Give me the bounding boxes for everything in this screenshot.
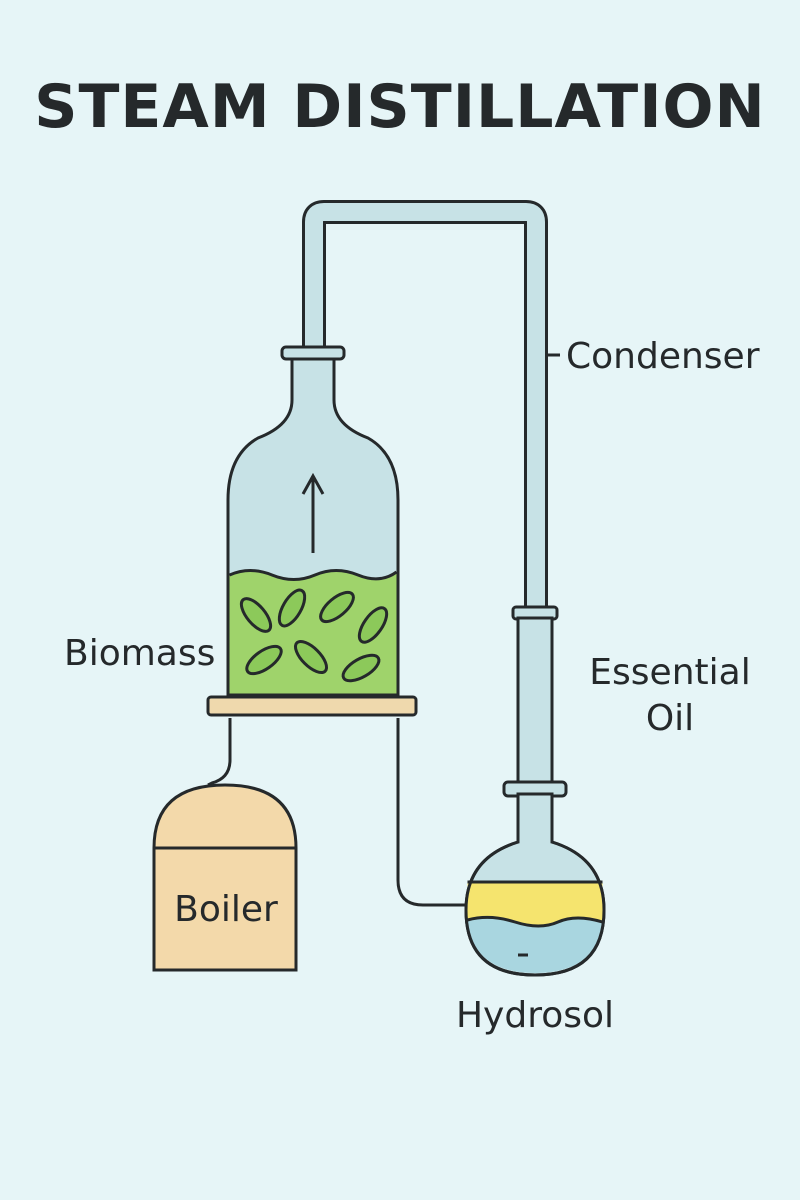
receiving-flask — [464, 792, 606, 977]
essential-oil-label-line1: Essential — [589, 652, 750, 693]
hydrosol-label: Hydrosol — [456, 995, 614, 1036]
boiler-steam-pipe — [207, 718, 232, 787]
biomass-label: Biomass — [64, 633, 215, 674]
biomass-flask — [226, 345, 400, 697]
boiler-body — [152, 783, 298, 972]
condenser-tube — [302, 200, 548, 612]
flask-platform — [206, 695, 418, 717]
steam-up-arrow-icon — [301, 472, 325, 553]
collector-tube — [502, 605, 568, 798]
condenser-label: Condenser — [566, 336, 760, 377]
boiler-label: Boiler — [174, 889, 278, 930]
essential-oil-label-line2: Oil — [646, 698, 694, 739]
leaf-icons — [239, 588, 389, 683]
return-pipe — [396, 718, 470, 907]
diagram-title: STEAM DISTILLATION — [34, 72, 766, 142]
